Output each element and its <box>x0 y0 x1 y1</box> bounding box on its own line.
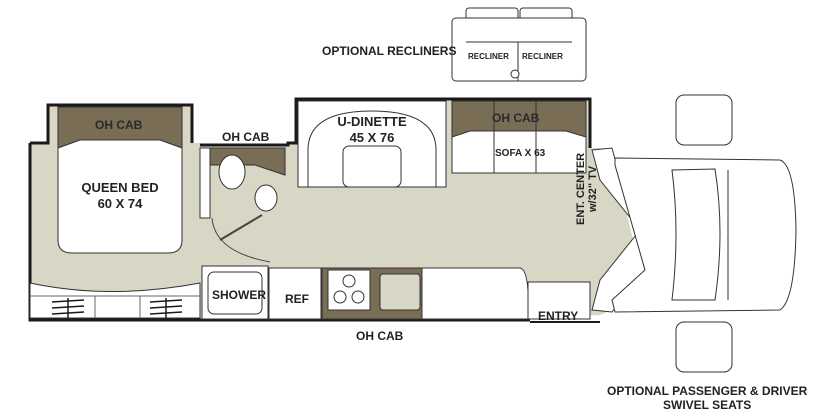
ent-center-label: ENT. CENTER w/32" TV <box>575 153 599 225</box>
optional-seats-line1: OPTIONAL PASSENGER & DRIVER <box>607 384 808 398</box>
queen-bed-size: 60 X 74 <box>97 196 143 211</box>
shower-label: SHOWER <box>212 288 266 302</box>
kitchen-oh-cab-label: OH CAB <box>356 329 404 343</box>
bath-oh-cab-label: OH CAB <box>222 130 270 144</box>
refrigerator <box>268 267 322 320</box>
entry-label: ENTRY <box>538 309 579 323</box>
toilet <box>218 154 246 190</box>
queen-bed-label: QUEEN BED <box>81 180 159 195</box>
ent-center-tv: w/32" TV <box>587 165 599 213</box>
sofa-label: SOFA X 63 <box>495 148 546 159</box>
driver-seat <box>675 321 733 373</box>
recliner-left-label: RECLINER <box>468 52 509 61</box>
u-dinette-size: 45 X 76 <box>349 130 395 145</box>
entry-step <box>527 281 591 320</box>
passenger-seat <box>675 94 733 146</box>
ref-label: REF <box>285 292 309 306</box>
bedroom-oh-cab-label: OH CAB <box>95 118 143 132</box>
dinette-table <box>342 145 402 188</box>
recliner-right-label: RECLINER <box>522 52 563 61</box>
optional-recliners-label: OPTIONAL RECLINERS <box>322 44 457 58</box>
sofa <box>451 130 587 174</box>
queen-bed <box>57 139 183 254</box>
u-dinette-label: U-DINETTE <box>337 114 407 129</box>
optional-seats-line2: SWIVEL SEATS <box>663 398 752 412</box>
sink <box>254 184 278 212</box>
ent-center-title: ENT. CENTER <box>575 152 587 225</box>
stove <box>327 269 371 311</box>
sofa-oh-cab-label: OH CAB <box>492 111 540 125</box>
kitchen-sink <box>379 273 421 311</box>
